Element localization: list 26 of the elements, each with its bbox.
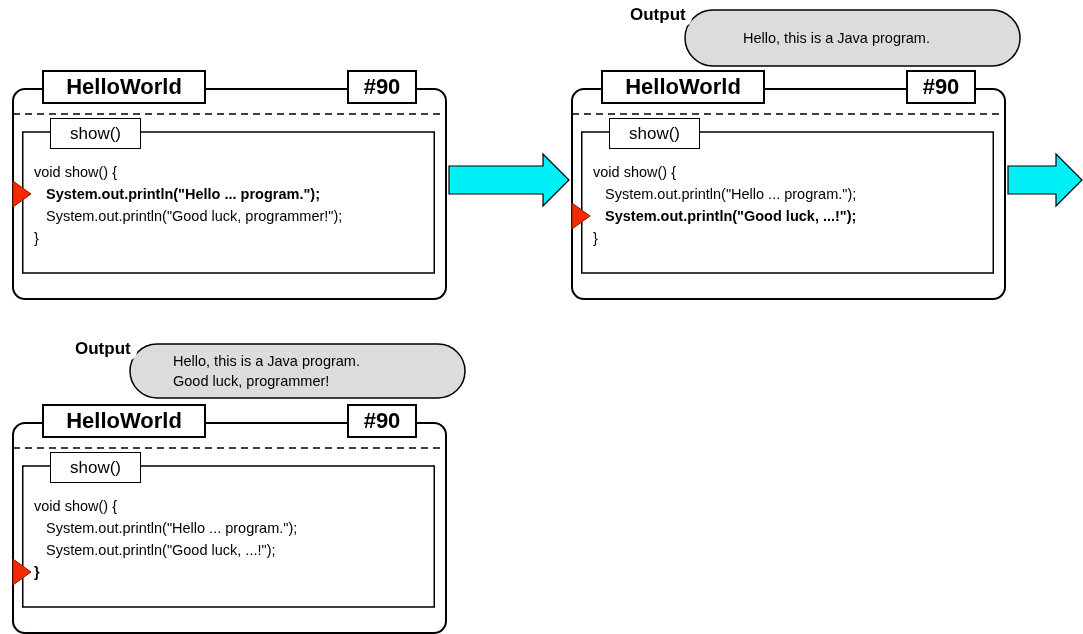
code-line: void show() {	[593, 163, 676, 182]
code-line: System.out.println("Hello ... program.");	[46, 519, 298, 538]
object-id-label: #90	[347, 404, 417, 438]
code-line: System.out.println("Good luck, ...!");	[46, 541, 276, 560]
block-arrow	[448, 152, 570, 208]
code-line: System.out.println("Good luck, programmer!");	[46, 207, 343, 226]
code-line: }	[593, 229, 598, 248]
code-line: System.out.println("Good luck, ...!");	[605, 207, 857, 226]
method-name-label: show()	[50, 452, 141, 483]
output-text: Hello, this is a Java program.	[743, 29, 930, 48]
code-line: System.out.println("Hello ... program.");	[605, 185, 857, 204]
method-name-label: show()	[609, 118, 700, 149]
method-name-label: show()	[50, 118, 141, 149]
object-id-label: #90	[906, 70, 976, 104]
code-line: }	[34, 563, 40, 582]
block-arrow	[1007, 152, 1083, 208]
output-text: Hello, this is a Java program.	[173, 352, 360, 371]
output-text: Good luck, programmer!	[173, 372, 330, 391]
code-line: void show() {	[34, 163, 117, 182]
class-name-label: HelloWorld	[601, 70, 765, 104]
class-name-label: HelloWorld	[42, 404, 206, 438]
class-name-label: HelloWorld	[42, 70, 206, 104]
code-line: System.out.println("Hello ... program.");	[46, 185, 320, 204]
code-line: }	[34, 229, 39, 248]
code-line: void show() {	[34, 497, 117, 516]
object-id-label: #90	[347, 70, 417, 104]
